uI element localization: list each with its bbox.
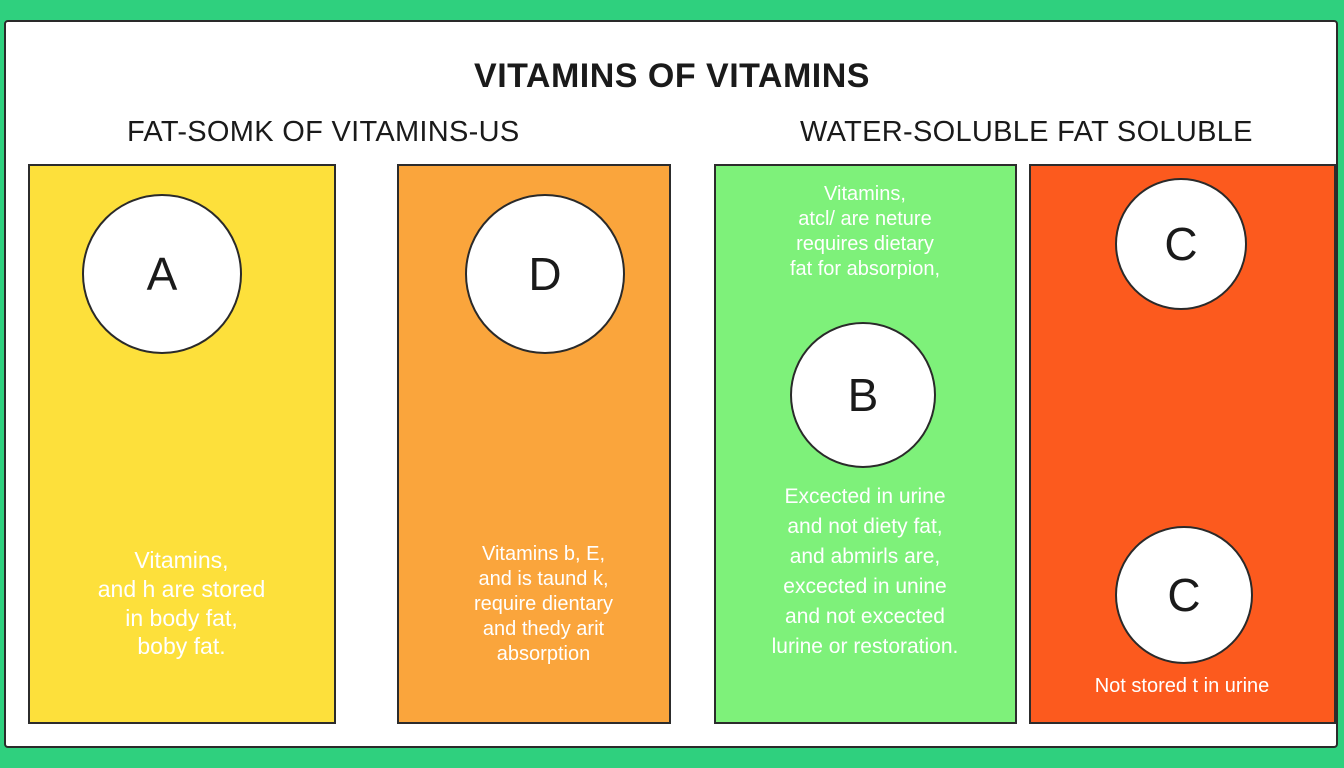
vitamin-b-panel: Vitamins, atcl/ are neture requires diet…: [714, 164, 1017, 724]
vitamin-c-circle-top: C: [1115, 178, 1247, 310]
vitamin-a-panel: A Vitamins, and h are stored in body fat…: [28, 164, 336, 724]
diagram-title: VITAMINS OF VITAMINS: [474, 57, 870, 95]
vitamin-d-circle: D: [465, 194, 625, 354]
vitamin-b-description: Excected in urine and not diety fat, and…: [771, 485, 959, 659]
vitamin-c-circle-bottom: C: [1115, 526, 1253, 664]
vitamin-b-circle: B: [790, 322, 936, 468]
vitamin-c-panel: C C Not stored t in urine: [1029, 164, 1336, 724]
vitamin-a-circle: A: [82, 194, 242, 354]
vitamin-a-description: Vitamins, and h are stored in body fat, …: [97, 547, 266, 660]
water-soluble-heading: WATER-SOLUBLE FAT SOLUBLE: [800, 116, 1253, 148]
vitamin-b-top-description: Vitamins, atcl/ are neture requires diet…: [789, 183, 941, 280]
vitamin-c-description: Not stored t in urine: [1094, 675, 1270, 697]
vitamin-d-panel: D Vitamins b, E, and is taund k, require…: [397, 164, 671, 724]
fat-soluble-heading: FAT-SOMK OF VITAMINS-US: [127, 116, 520, 148]
vitamin-d-description: Vitamins b, E, and is taund k, require d…: [474, 543, 613, 665]
